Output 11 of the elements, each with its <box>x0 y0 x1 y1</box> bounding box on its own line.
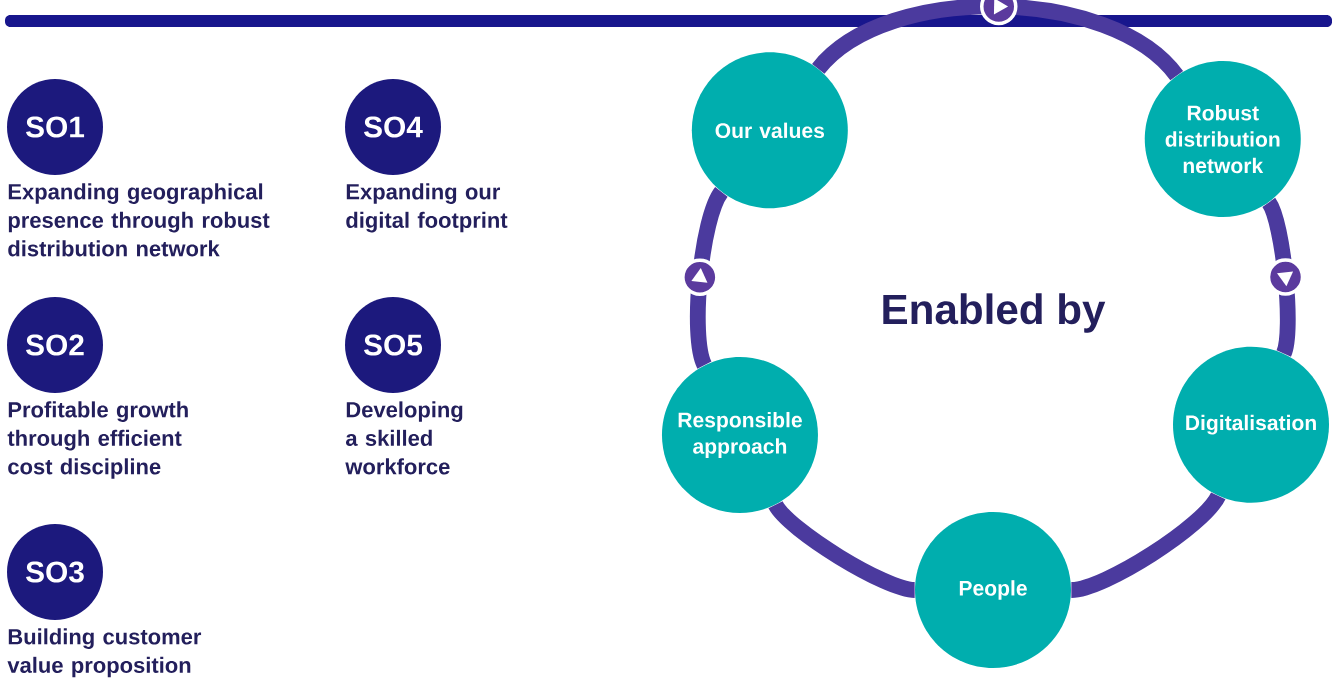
ring-arc <box>1261 198 1305 356</box>
ring-arc <box>681 187 729 368</box>
ring-arc <box>1070 491 1225 598</box>
objective-description: Profitable growth through efficient cost discipline <box>7 401 188 479</box>
objective-description: Building customer value proposition <box>7 628 202 678</box>
objective-description: Developing a skilled workforce <box>345 401 463 475</box>
objective-description: Expanding our digital footprint <box>346 183 508 233</box>
ring-arc <box>812 0 1183 82</box>
objective-description: Expanding geographical presence through robust distribution network <box>8 183 270 257</box>
center-heading: Enabled by <box>883 293 1106 333</box>
ring-arc <box>769 500 916 598</box>
